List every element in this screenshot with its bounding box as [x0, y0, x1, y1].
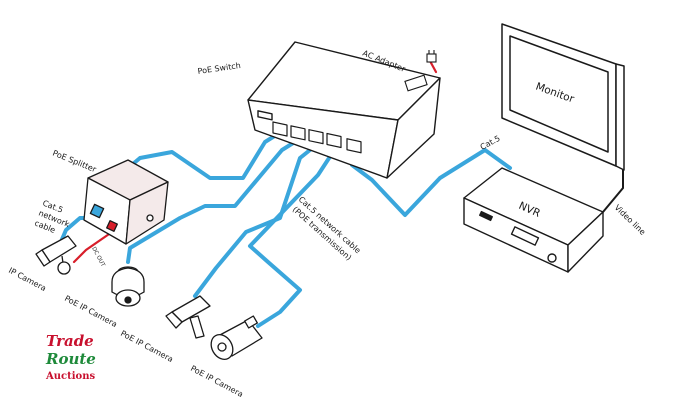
nvr-button [547, 253, 557, 263]
monitor-depth [615, 63, 625, 171]
bullet-camera-icon [35, 235, 77, 275]
switch-port-4 [326, 132, 342, 149]
nvr-icon [463, 167, 604, 273]
label-dc-out: DC OUT [90, 246, 106, 268]
cable-switch-to-box-camera [193, 144, 317, 298]
monitor-icon [501, 23, 625, 171]
splitter-dc-port [106, 220, 118, 232]
switch-side [386, 77, 441, 179]
cable-switch-to-bullet-camera [248, 150, 335, 328]
ac-adapter [404, 50, 437, 92]
nvr-side [567, 211, 604, 273]
cable-switch-to-dome-camera [126, 138, 300, 264]
splitter-side [125, 181, 169, 245]
box-camera-front [165, 311, 183, 329]
large-camera-lens [217, 342, 227, 352]
switch-port-2 [290, 125, 306, 141]
poe-switch [247, 41, 441, 179]
monitor-screen [509, 35, 609, 153]
switch-port-1 [272, 121, 288, 137]
label-poe-ip-camera-2: PoE IP Camera [119, 329, 175, 364]
ac-adapter-plug-cord [428, 59, 438, 74]
label-poe-switch: PoE Switch [197, 61, 241, 76]
cable-switch-to-nvr [350, 148, 512, 217]
splitter-eth-port [89, 203, 105, 219]
nvr-slot [479, 210, 493, 222]
cable-switch-to-splitter [119, 130, 283, 180]
large-camera-mount [244, 315, 258, 329]
label-cat5-nvr: Cat.5 [479, 134, 502, 152]
label-video-line: Video line [613, 203, 648, 237]
logo-line-trade: Trade [46, 332, 94, 350]
switch-port-5 [346, 138, 362, 154]
plug-icon [426, 53, 437, 63]
box-camera-icon [165, 295, 211, 339]
label-poe-ip-camera-3: PoE IP Camera [189, 364, 245, 399]
nvr-panel [510, 226, 540, 246]
label-poe-splitter: PoE Splitter [51, 149, 98, 175]
trade-route-logo: Trade Route Auctions [45, 332, 96, 382]
label-ip-camera: IP Camera [7, 266, 48, 293]
switch-port-3 [308, 129, 324, 145]
ip-camera-hood [35, 249, 51, 267]
dc-out-cord [72, 230, 114, 264]
box-camera-bracket [189, 315, 205, 339]
label-poe-ip-camera-1: PoE IP Camera [63, 294, 119, 329]
ac-adapter-brick [404, 74, 428, 92]
switch-brand-plate [257, 110, 273, 121]
logo-line-route: Route [45, 350, 96, 368]
logo-line-auctions: Auctions [45, 371, 95, 382]
large-bullet-camera-icon [210, 315, 263, 360]
splitter-icon [83, 159, 169, 245]
dome-camera-icon [111, 266, 145, 307]
ip-camera-mount [57, 261, 71, 275]
dome-camera-lens [124, 296, 132, 304]
switch-ports [272, 121, 362, 154]
splitter-mount [146, 214, 154, 222]
